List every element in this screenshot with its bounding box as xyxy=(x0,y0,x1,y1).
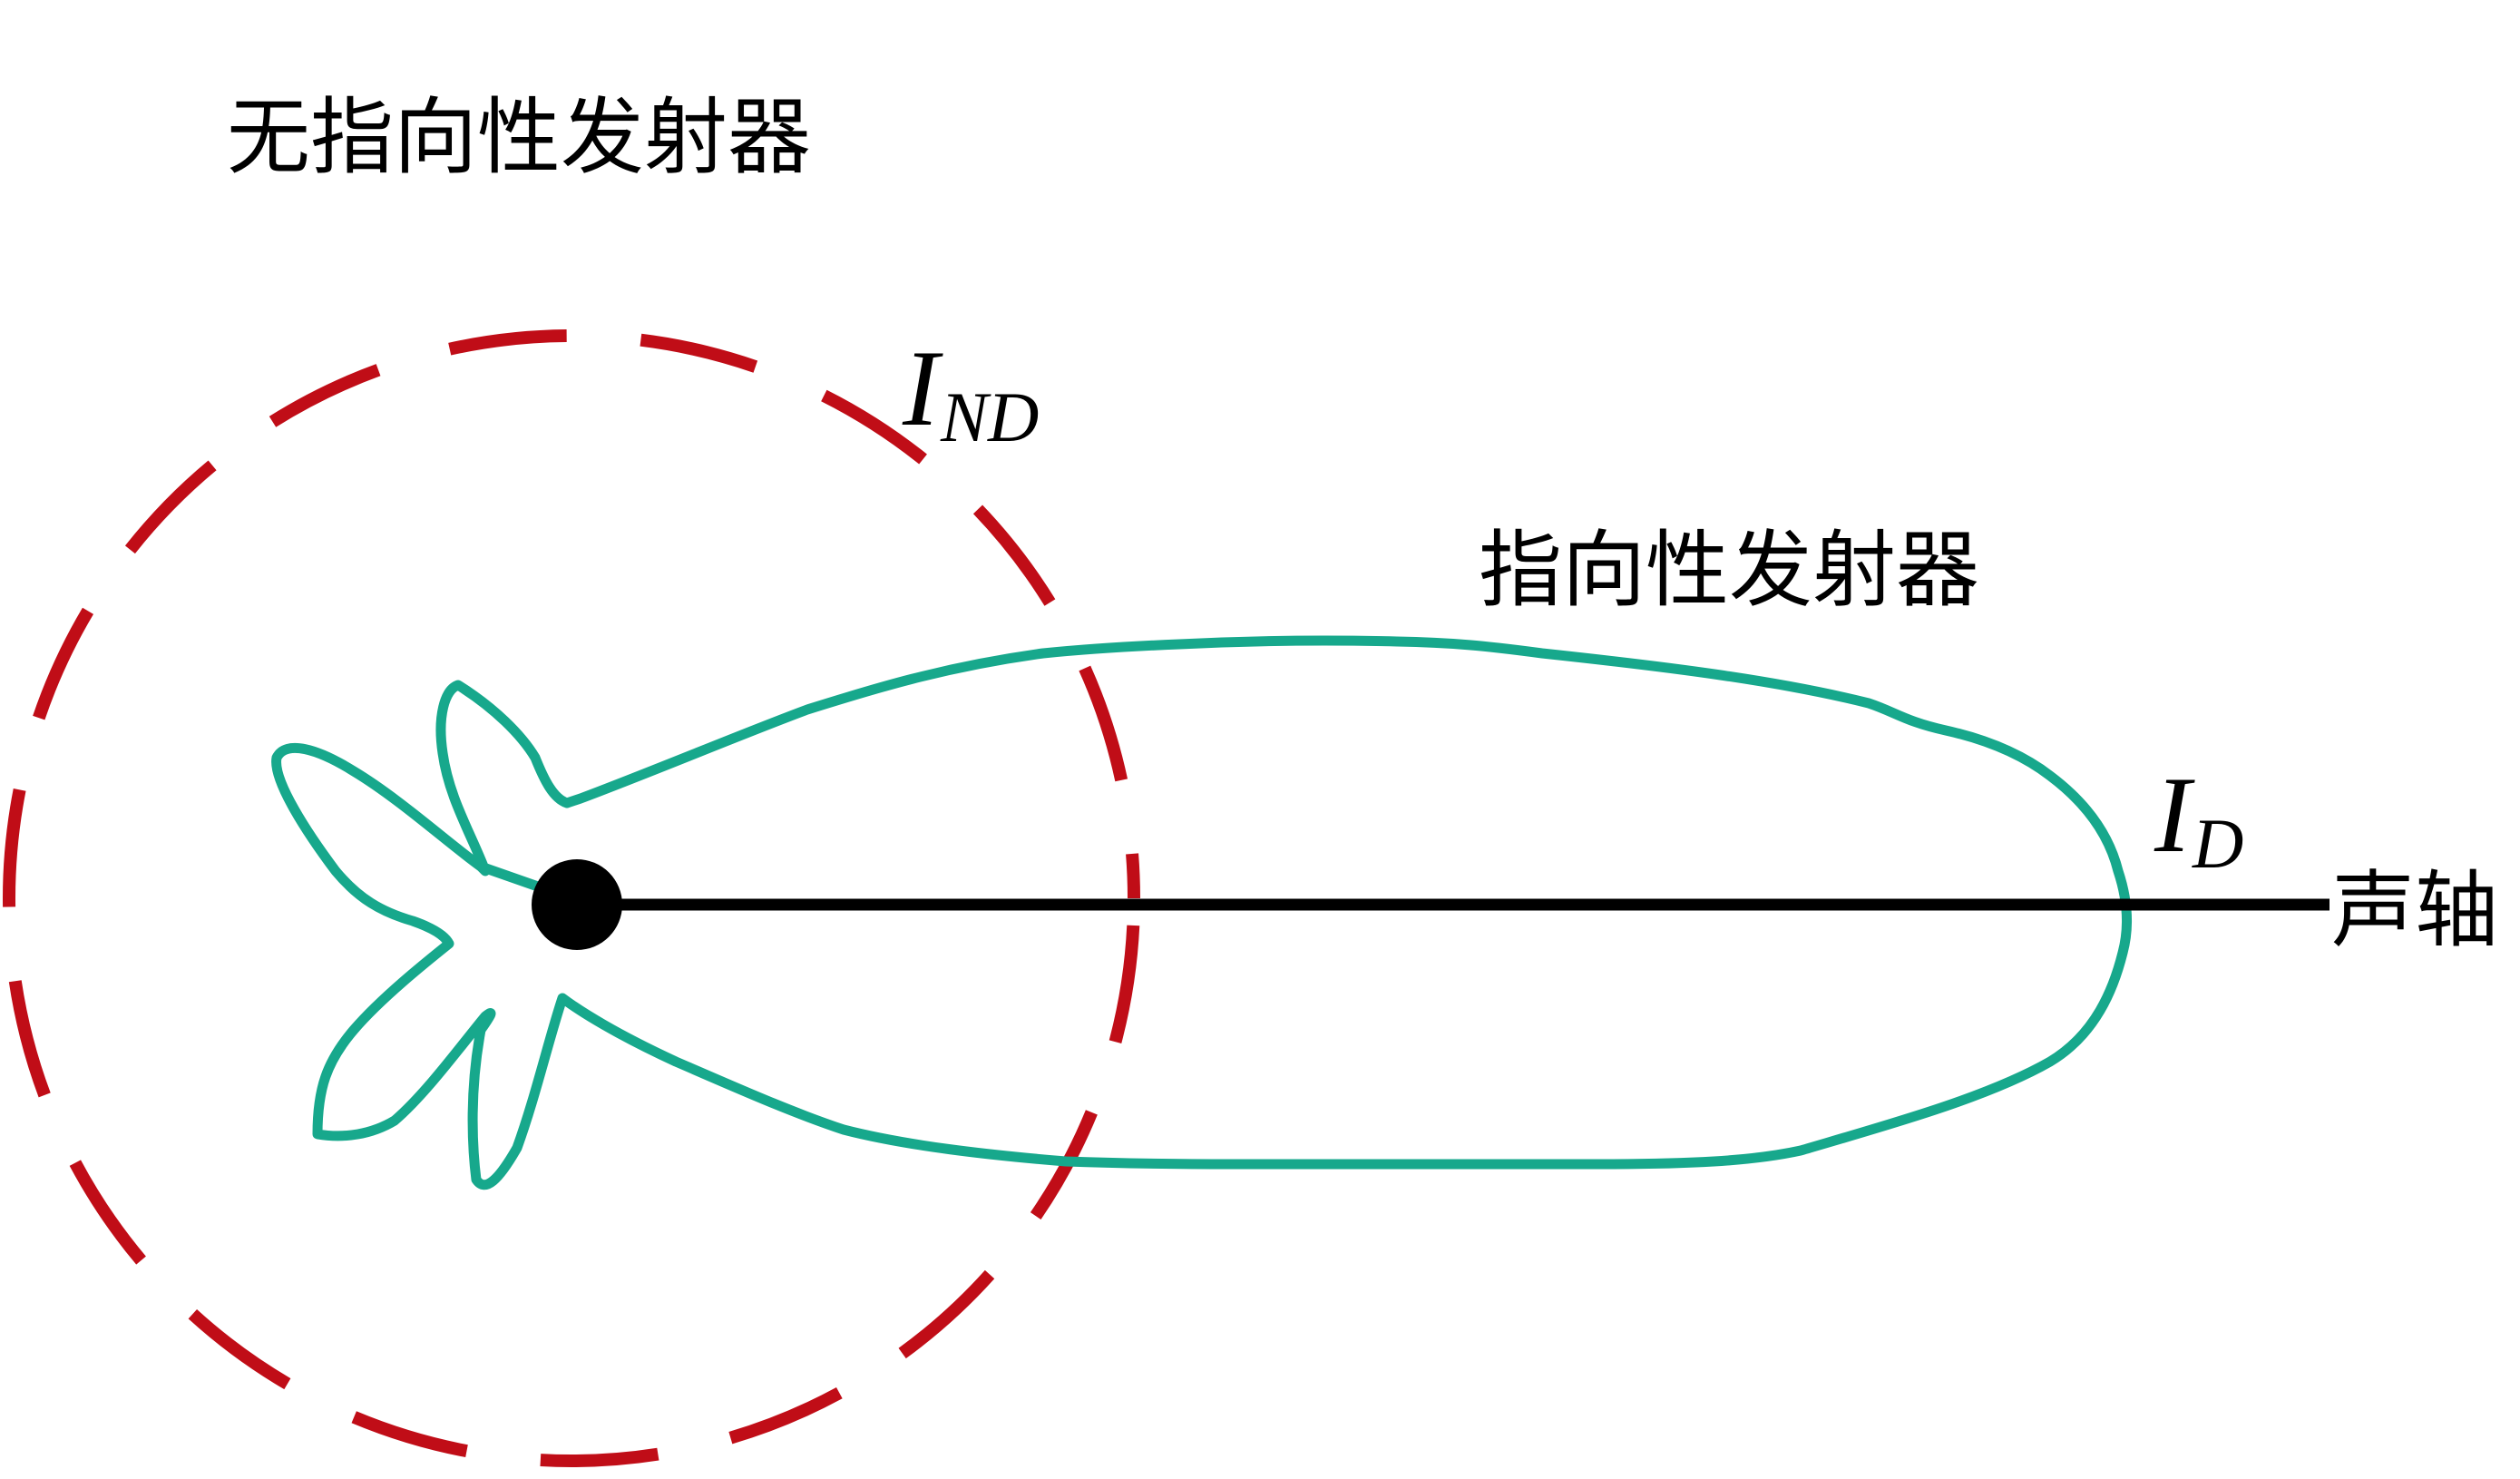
nondirectional-pattern-circle xyxy=(3,329,1140,1467)
directional-pattern-lobe xyxy=(271,635,2133,1190)
intensity-nd-label: IND xyxy=(902,328,1039,456)
source-point xyxy=(532,859,622,950)
acoustic-axis-label: 声轴 xyxy=(2331,862,2498,959)
intensity-nd-subscript: ND xyxy=(940,377,1039,456)
intensity-d-symbol: I xyxy=(2154,754,2195,875)
intensity-d-label: ID xyxy=(2154,754,2243,883)
intensity-nd-symbol: I xyxy=(902,328,943,448)
intensity-d-subscript: D xyxy=(2192,804,2243,883)
nondirectional-emitter-label: 无指向性发射器 xyxy=(227,89,811,186)
directional-emitter-label: 指向性发射器 xyxy=(1479,522,1979,619)
